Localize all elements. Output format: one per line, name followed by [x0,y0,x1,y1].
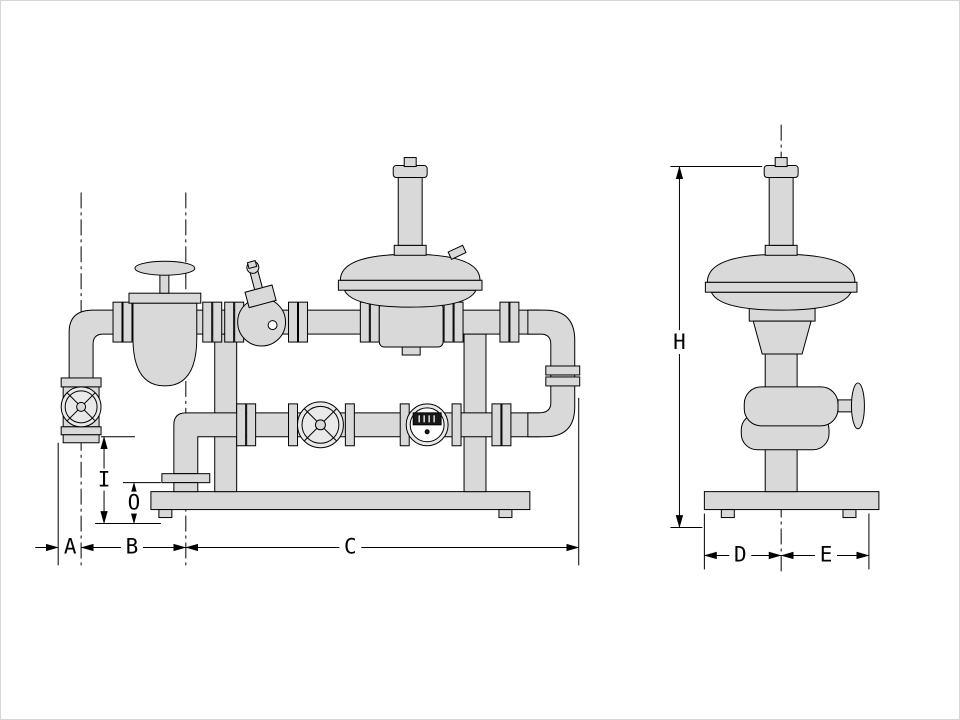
front-view [60,157,581,519]
flange [369,301,380,343]
valve-bonnet [244,259,277,309]
label-bg [95,468,114,491]
flange [298,301,308,343]
pilot-nub [403,157,417,168]
pilot-nub [774,157,788,168]
dim-label-I: I [98,468,111,492]
base-foot [498,509,513,519]
flange [212,301,223,343]
meter-register [412,412,442,426]
flange [443,301,454,343]
dome-flange [337,279,483,291]
handwheel-rim [64,390,98,424]
pilot-cap [392,165,428,179]
dim-label-C: C [344,534,357,558]
regulator [337,157,483,356]
dim-label-H: H [673,330,686,354]
flange [545,376,581,387]
inlet-valve [60,377,102,444]
vent-fitting [447,244,467,260]
label-bg [815,543,838,566]
label-bg [729,543,752,566]
flange [202,301,213,343]
label-bg [339,535,362,558]
label-bg [667,330,692,355]
handwheel-icon [850,382,865,430]
flange [359,301,370,343]
dim-label-E: E [820,542,833,566]
regulator-body [378,302,444,348]
dim-label-D: D [734,542,747,566]
stem-cap [246,259,258,270]
base-plate [703,491,880,511]
pilot-flange [393,244,427,256]
dome-bottom [710,291,852,311]
drop-flange [161,473,211,484]
flange [224,301,235,343]
label-bg [121,535,143,558]
dome-top [706,253,856,283]
pilot-cylinder [397,175,423,246]
body-cylinder-upper [743,386,839,427]
flange [288,301,299,343]
flange [499,301,510,343]
riser-pipe [764,447,798,493]
base-foot [720,509,735,519]
side-view [703,157,880,519]
bonnet-yoke [752,320,812,355]
flange [491,403,502,447]
hub [314,419,326,431]
drop-stub [173,482,199,493]
dimensions: A B C D E H I O [35,165,870,570]
label-bg [61,535,80,558]
dim-label-A: A [64,534,77,558]
base-foot [842,509,857,519]
flange [122,301,133,343]
handle-bar [134,260,196,276]
pilot-cylinder [768,175,794,246]
dim-label-B: B [126,534,139,558]
flange [344,403,355,447]
shutoff-valve [237,259,287,347]
pilot-cap [763,165,799,179]
flange [246,403,257,447]
flange [288,403,299,447]
flange [62,434,100,444]
lower-run-flanges [236,403,512,447]
flange [453,301,464,343]
handle-stem [159,272,170,294]
flange [60,377,102,388]
flange [112,301,123,343]
strainer-body [132,302,198,387]
hub [76,401,87,412]
port-plug [267,320,278,331]
handwheel-rim [301,405,340,444]
bypass-valve [297,401,344,449]
dome-top [339,253,481,281]
base-foot [158,509,173,519]
flange [545,365,581,376]
flange [60,426,102,436]
handwheel-stem [837,399,854,413]
gas-meter [405,403,449,447]
meter-hub [424,429,430,435]
flange [236,403,247,447]
strainer [128,260,202,387]
dim-label-O: O [128,491,141,515]
flange [509,301,520,343]
base-plate [150,491,531,511]
valve-body [237,297,287,347]
drain-boss [401,346,421,356]
label-bg [122,491,145,514]
strainer-cover [128,292,202,304]
dome-flange [704,281,858,293]
flange [501,403,512,447]
flange [451,403,462,447]
dome-bottom [343,289,477,308]
pilot-flange [764,244,798,256]
